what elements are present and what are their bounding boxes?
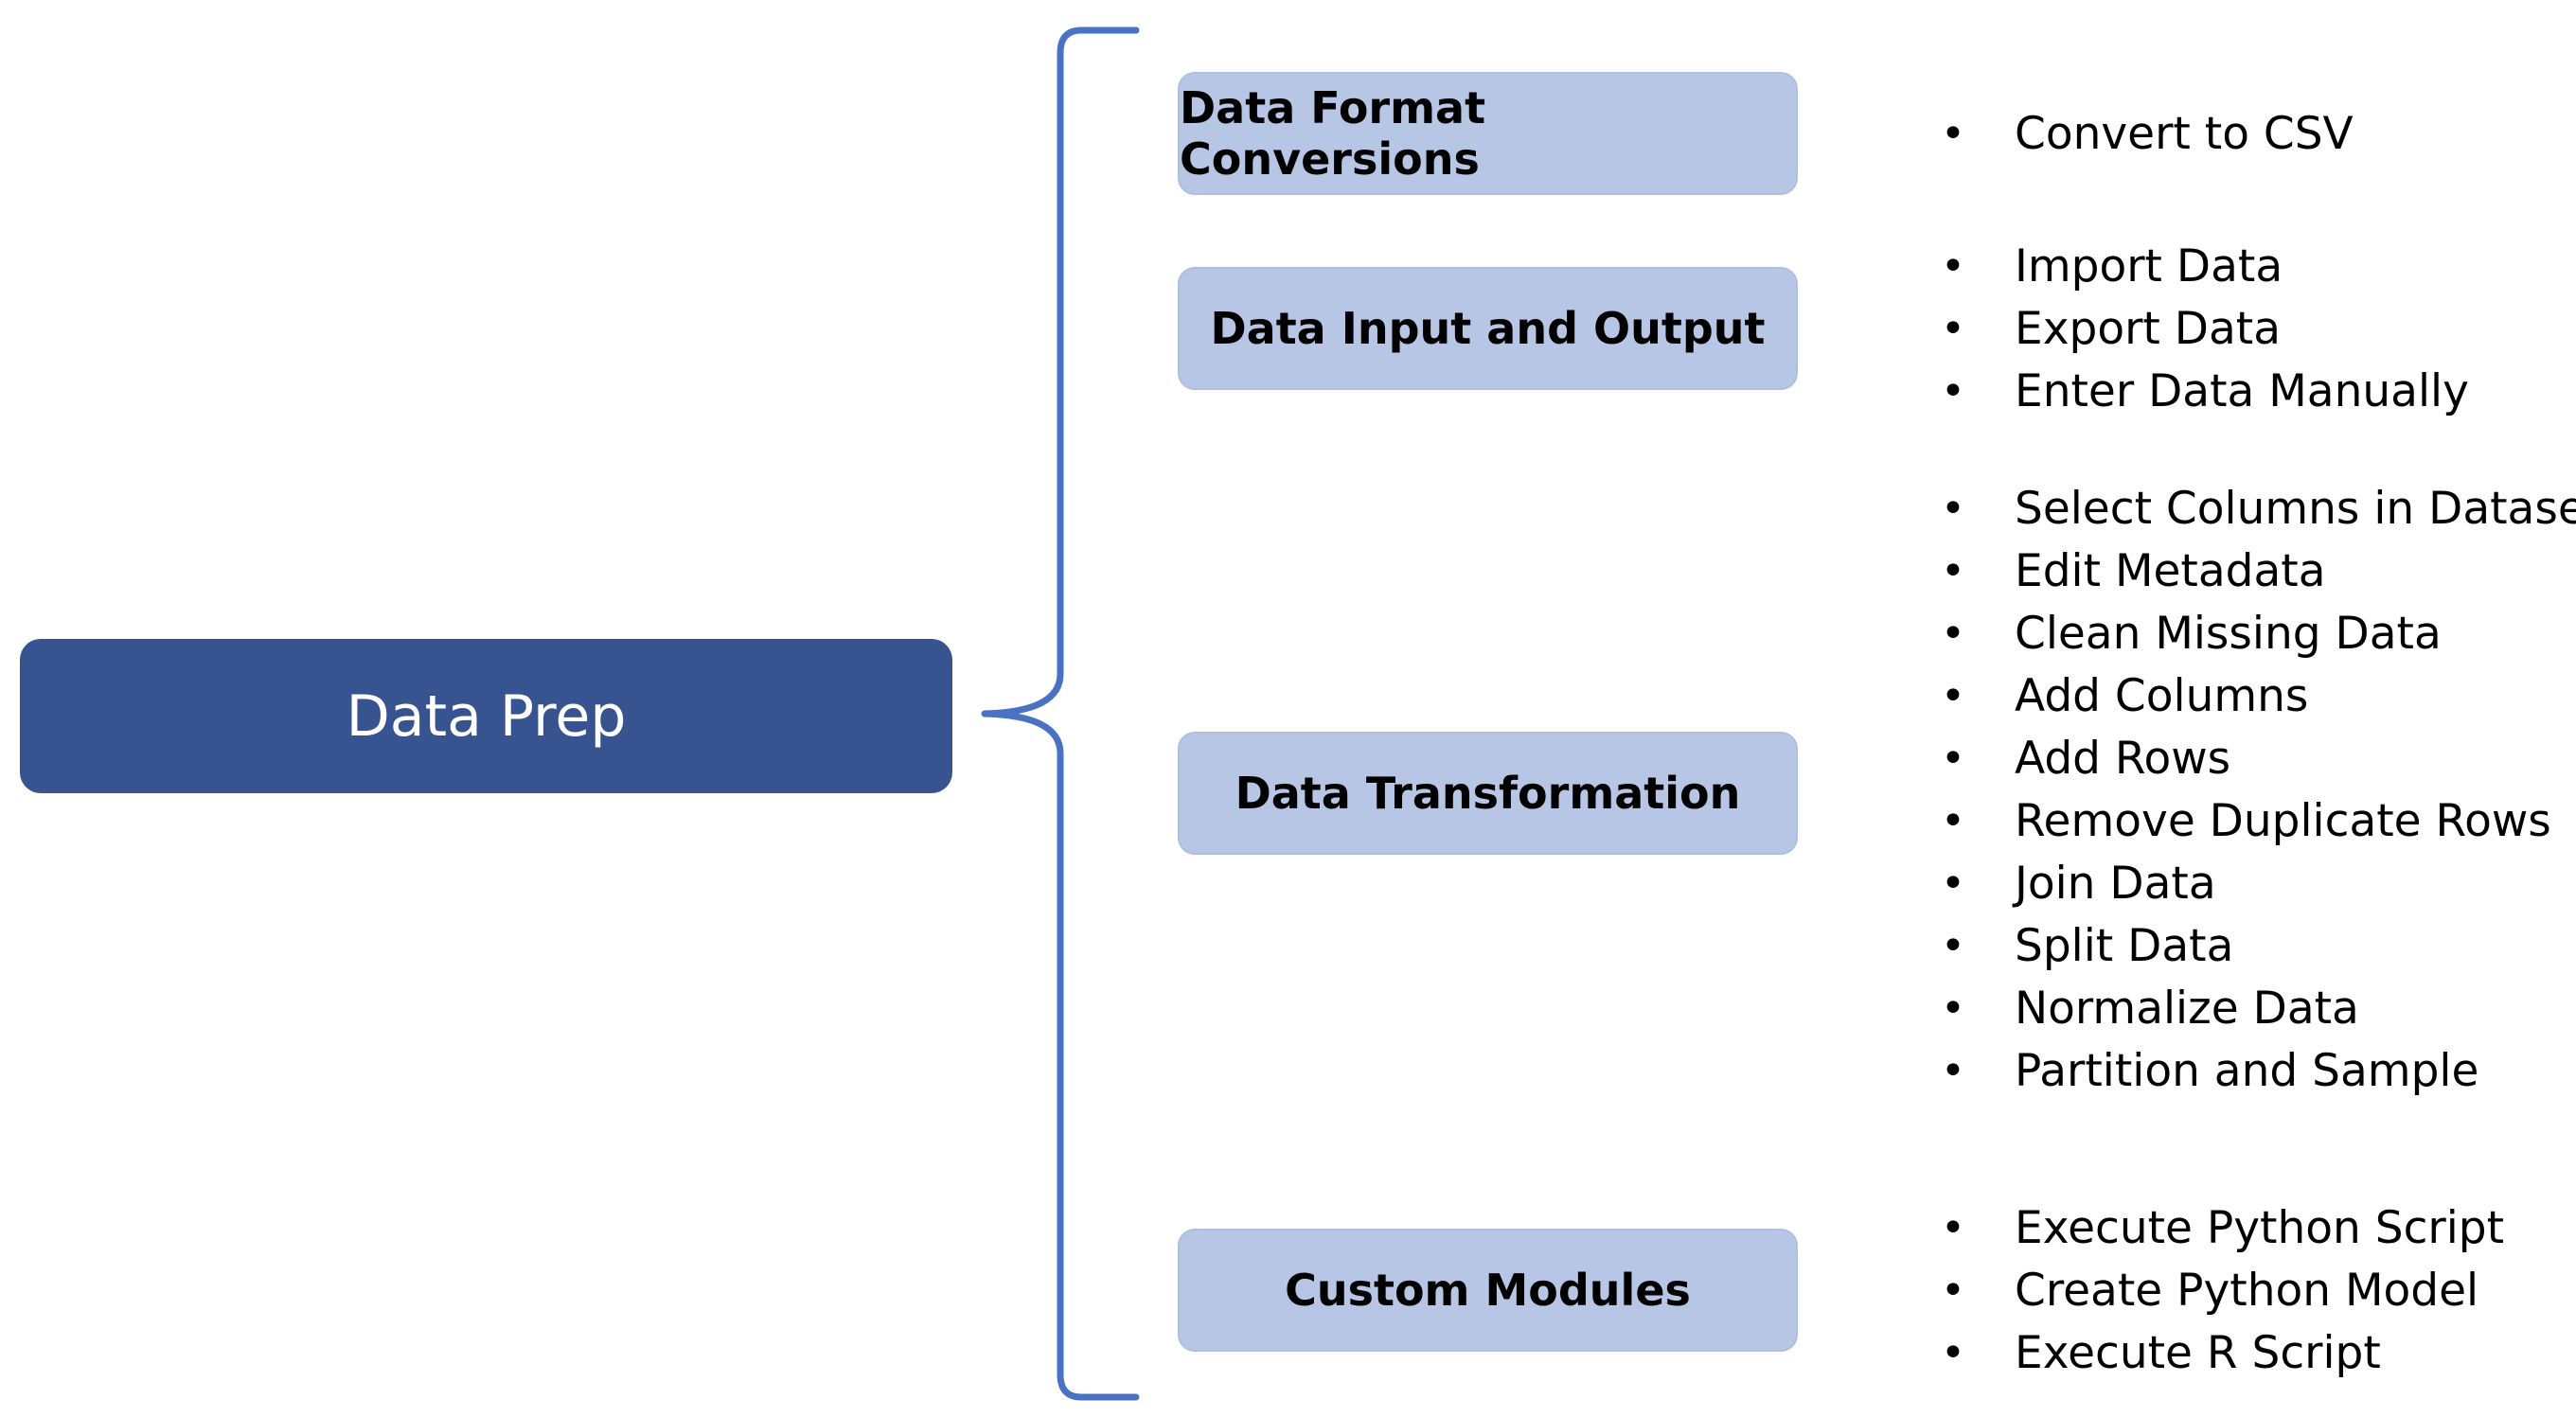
- brace-path: [981, 27, 1140, 1401]
- bullet-icon: •: [1941, 110, 1965, 158]
- bullet-icon: •: [1941, 1329, 1965, 1377]
- category-data-input-and-output: Data Input and Output: [1178, 267, 1798, 390]
- bullet-icon: •: [1941, 797, 1965, 845]
- bullet-icon: •: [1941, 610, 1965, 658]
- category-label: Data Format Conversions: [1180, 82, 1486, 185]
- bullet-icon: •: [1941, 1204, 1965, 1252]
- bullet-icon: •: [1941, 242, 1965, 291]
- root-node-label: Data Prep: [346, 682, 627, 750]
- bullet-icon: •: [1941, 485, 1965, 533]
- category-data-format-conversions: Data Format Conversions: [1178, 72, 1798, 195]
- bullet-icon: •: [1941, 547, 1965, 595]
- bullet-icon: •: [1941, 922, 1965, 970]
- category-custom-modules: Custom Modules: [1178, 1229, 1798, 1352]
- root-node-data-prep: Data Prep: [20, 639, 952, 793]
- bullet-icon: •: [1941, 305, 1965, 353]
- bullet-icon: •: [1941, 367, 1965, 416]
- bullet-icon: •: [1941, 1047, 1965, 1095]
- bullet-icon: •: [1941, 735, 1965, 783]
- bullet-icon: •: [1941, 984, 1965, 1033]
- bullet-icon: •: [1941, 859, 1965, 908]
- category-label: Data Transformation: [1235, 768, 1741, 819]
- category-label: Data Input and Output: [1210, 303, 1766, 354]
- bullet-icon: •: [1941, 1266, 1965, 1315]
- category-label: Custom Modules: [1285, 1265, 1691, 1316]
- bullet-icon: •: [1941, 672, 1965, 720]
- category-data-transformation: Data Transformation: [1178, 732, 1798, 855]
